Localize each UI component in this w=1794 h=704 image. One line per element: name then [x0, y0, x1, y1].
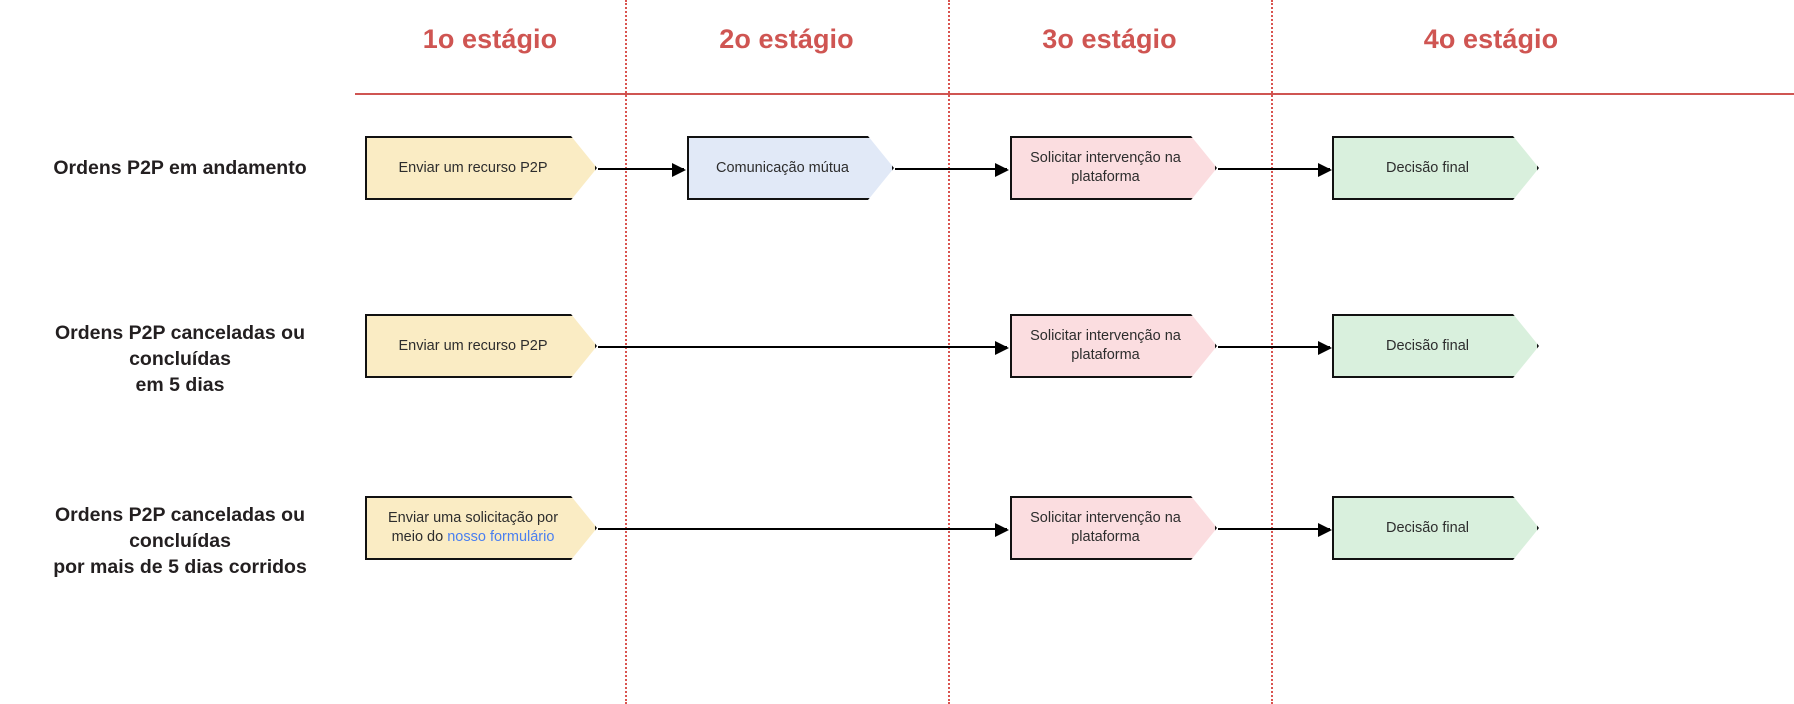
node-row2-stage3[interactable]: Solicitar intervenção na plataforma: [1010, 314, 1217, 378]
header-underline: [355, 93, 1794, 95]
row-label-2: Ordens P2P canceladas ou concluídas em 5…: [5, 320, 355, 398]
row-label-line: em 5 dias: [135, 374, 225, 396]
node-row1-stage1[interactable]: Enviar um recurso P2P: [365, 136, 597, 200]
connector-row3-1to3: [598, 522, 1009, 537]
node-row3-stage1[interactable]: Enviar uma solicitação por meio do nosso…: [365, 496, 597, 560]
node-row1-stage4[interactable]: Decisão final: [1332, 136, 1539, 200]
row-label-line: Ordens P2P canceladas ou concluídas: [54, 322, 305, 370]
node-row3-stage1-text: Enviar uma solicitação por meio do nosso…: [377, 509, 569, 547]
nosso-formulario-link[interactable]: nosso formulário: [447, 529, 555, 545]
connector-row2-3to4: [1218, 340, 1332, 355]
row-label-1: Ordens P2P em andamento: [5, 155, 355, 181]
node-row3-stage4[interactable]: Decisão final: [1332, 496, 1539, 560]
node-row1-stage3[interactable]: Solicitar intervenção na plataforma: [1010, 136, 1217, 200]
stage-header-3: 3o estágio: [1042, 24, 1177, 54]
node-text-before-link: Enviar uma solicitação por meio do: [387, 510, 559, 545]
connector-row1-3to4: [1218, 162, 1332, 177]
connector-row3-3to4: [1218, 522, 1332, 537]
connector-row1-1to2: [598, 162, 686, 177]
node-row3-stage3[interactable]: Solicitar intervenção na plataforma: [1010, 496, 1217, 560]
row-label-line: Ordens P2P em andamento: [53, 157, 307, 179]
stage-header-2: 2o estágio: [719, 24, 854, 54]
stage-header-1: 1o estágio: [422, 24, 558, 54]
row-label-line: Ordens P2P canceladas ou concluídas: [54, 504, 305, 552]
connector-row2-1to3: [598, 340, 1009, 355]
stage-divider-1: [625, 0, 627, 704]
node-row1-stage2[interactable]: Comunicação mútua: [687, 136, 894, 200]
node-row2-stage4[interactable]: Decisão final: [1332, 314, 1539, 378]
stage-header-4: 4o estágio: [1423, 24, 1559, 54]
row-label-3: Ordens P2P canceladas ou concluídas por …: [5, 502, 355, 580]
stage-divider-2: [948, 0, 950, 704]
stage-divider-3: [1271, 0, 1273, 704]
node-row2-stage1[interactable]: Enviar um recurso P2P: [365, 314, 597, 378]
row-label-line: por mais de 5 dias corridos: [53, 556, 307, 578]
connector-row1-2to3: [895, 162, 1009, 177]
